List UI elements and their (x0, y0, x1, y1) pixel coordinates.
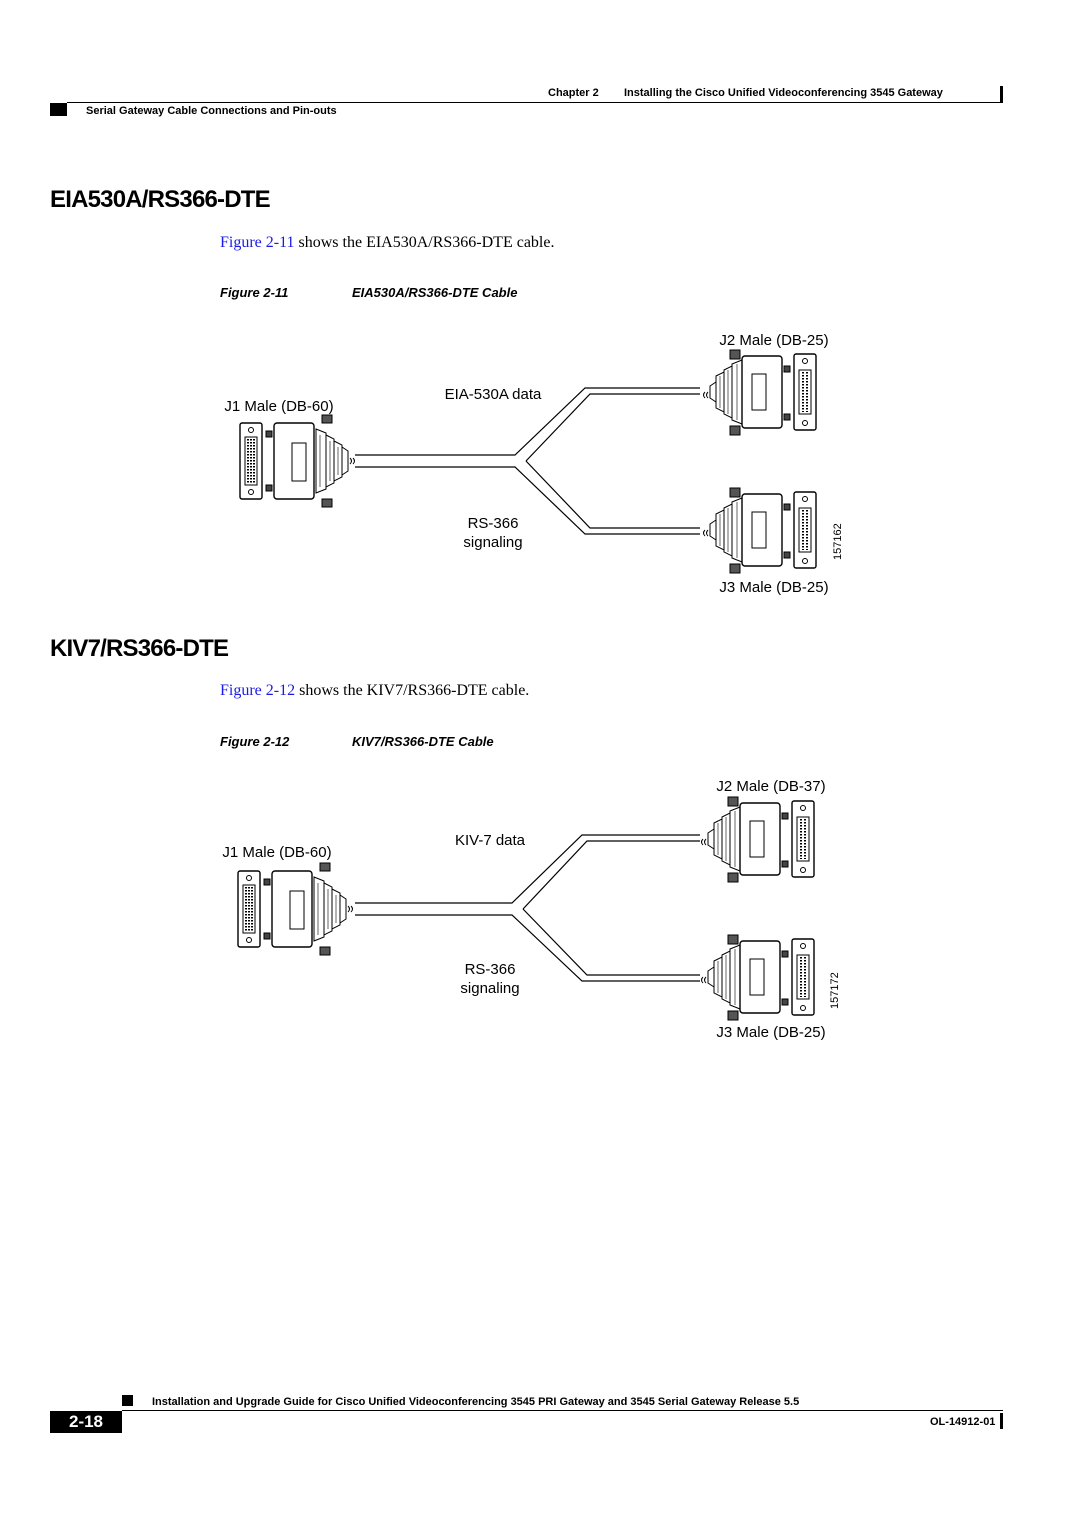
signal-label-2-line2: signaling (460, 980, 519, 997)
j3-connector (702, 487, 817, 574)
signal-label-line1: RS-366 (468, 515, 519, 532)
figure-id-number: 157162 (832, 523, 844, 560)
header-rule (67, 102, 1003, 103)
j1-label: J1 Male (DB-60) (224, 398, 333, 415)
footer-rule (122, 1410, 1003, 1411)
chapter-title: Installing the Cisco Unified Videoconfer… (624, 87, 943, 99)
figure-reference-paragraph-2: Figure 2-12 shows the KIV7/RS366-DTE cab… (220, 682, 529, 700)
j1-connector-2 (237, 862, 354, 956)
signal-label-2-line1: RS-366 (465, 961, 516, 978)
header-right-bar (1000, 86, 1003, 102)
chapter-label: Chapter 2 (548, 87, 599, 99)
j3-label: J3 Male (DB-25) (719, 579, 828, 596)
footer-doc-number: OL-14912-01 (930, 1416, 996, 1428)
j2-connector (702, 349, 817, 436)
j2-label-2: J2 Male (DB-37) (716, 778, 825, 795)
j3-connector-2 (700, 934, 815, 1021)
reference-text-2: shows the KIV7/RS366-DTE cable. (295, 682, 530, 699)
data-line-label: EIA-530A data (445, 386, 542, 403)
figure-caption-label: Figure 2-11 (220, 285, 289, 300)
footer-guide-title: Installation and Upgrade Guide for Cisco… (152, 1396, 800, 1408)
footer-right-bar (1000, 1413, 1003, 1429)
section-title-eia530a: EIA530A/RS366-DTE (50, 186, 271, 213)
j1-label-2: J1 Male (DB-60) (222, 844, 331, 861)
page-number-tab: 2-18 (50, 1411, 122, 1433)
figure-caption-label-2: Figure 2-12 (220, 734, 290, 749)
header-section-name: Serial Gateway Cable Connections and Pin… (86, 105, 337, 117)
j1-connector (239, 414, 356, 508)
header-black-square (50, 103, 67, 116)
cable-lines (355, 387, 700, 535)
figure-caption-title: EIA530A/RS366-DTE Cable (352, 285, 518, 300)
figure-reference-paragraph: Figure 2-11 shows the EIA530A/RS366-DTE … (220, 234, 554, 252)
section-title-kiv7: KIV7/RS366-DTE (50, 635, 229, 662)
j3-label-2: J3 Male (DB-25) (716, 1024, 825, 1041)
figure-id-number-2: 157172 (829, 972, 841, 1009)
figure-2-11-link[interactable]: Figure 2-11 (220, 234, 295, 251)
cable-diagram-kiv7: J2 Male (DB-37) J1 Male (DB-60) KIV-7 da… (222, 778, 841, 1041)
figure-2-12-link[interactable]: Figure 2-12 (220, 682, 296, 699)
data-line-label-2: KIV-7 data (455, 832, 526, 849)
reference-text: shows the EIA530A/RS366-DTE cable. (294, 234, 555, 251)
signal-label-line2: signaling (463, 534, 522, 551)
figure-caption-title-2: KIV7/RS366-DTE Cable (352, 734, 494, 749)
cable-diagram-eia530a: J2 Male (DB-25) J1 Male (DB-60) EIA-530A… (224, 332, 844, 596)
j2-label: J2 Male (DB-25) (719, 332, 828, 349)
cable-lines-2 (355, 834, 700, 982)
footer-small-square (122, 1395, 133, 1406)
j2-connector-2 (700, 796, 815, 883)
